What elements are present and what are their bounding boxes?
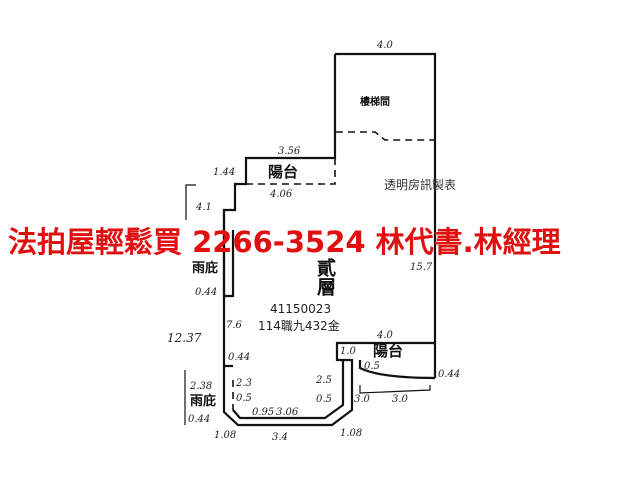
dim-top: 4.0: [376, 40, 394, 51]
rain-shelter-bottom-label: 雨庇: [190, 393, 216, 409]
dim-bottom-b: 3.06: [276, 407, 299, 418]
floor-label: 貳層: [314, 257, 336, 297]
dim-left-g: 0.5: [236, 393, 252, 404]
dim-bottom-a: 0.95: [252, 407, 274, 418]
balcony-top-label: 陽台: [268, 163, 298, 181]
dim-left-h: 0.44: [188, 414, 210, 425]
dim-left-f: 2.3: [235, 378, 252, 389]
dim-bal-r-b: 0.5: [364, 361, 380, 372]
case-number: 114職九432金: [258, 318, 340, 333]
dim-left-b: 0.44: [195, 287, 217, 298]
contact-banner: 法拍屋輕鬆買 2266-3524 林代書.林經理: [8, 225, 561, 259]
dim-balcony-base: 4.06: [269, 189, 293, 200]
dim-balcony-depth: 1.44: [213, 167, 235, 178]
stair-label: 樓梯間: [360, 95, 390, 108]
rain-shelter-bottom-wall: [224, 360, 345, 420]
dim-bal-r-width: 4.0: [376, 330, 394, 341]
dim-balcony-width: 3.56: [278, 146, 301, 157]
dim-total-left: 12.37: [167, 331, 202, 345]
left-bracket: [184, 184, 431, 425]
watermark: 透明房訊製表: [384, 177, 456, 192]
stair-dashed-line: [336, 131, 435, 141]
dim-left-i: 1.08: [214, 430, 236, 441]
rain-shelter-top-wall: [222, 210, 235, 298]
dim-bottom-c: 3.4: [272, 432, 288, 443]
balcony-top-dashed-line: [246, 158, 336, 185]
dim-left-c: 7.6: [226, 320, 243, 331]
dim-left-d: 0.44: [228, 352, 250, 363]
dim-left-a: 4.1: [195, 202, 212, 213]
dim-bottom-d: 1.08: [340, 428, 362, 439]
balcony-curve: [358, 360, 436, 380]
dim-right-a: 2.5: [315, 375, 332, 386]
plan-id: 41150023: [270, 302, 331, 316]
dim-right-c: 3.0: [354, 394, 371, 405]
dim-right-b: 0.5: [316, 394, 332, 405]
dim-left-e: 2.38: [189, 381, 212, 392]
dim-bal-r-d: 0.44: [438, 369, 460, 380]
rain-shelter-top-label: 雨庇: [192, 260, 218, 276]
dim-right-d: 15.7: [410, 262, 433, 273]
balcony-right-label: 陽台: [373, 342, 403, 360]
dimension-labels: 4.0 3.56 1.44 4.06 4.1 0.44 7.6 12.37 0.…: [167, 40, 460, 443]
dim-bal-r-a: 1.0: [340, 346, 357, 357]
dim-bal-r-c: 3.0: [392, 394, 409, 405]
